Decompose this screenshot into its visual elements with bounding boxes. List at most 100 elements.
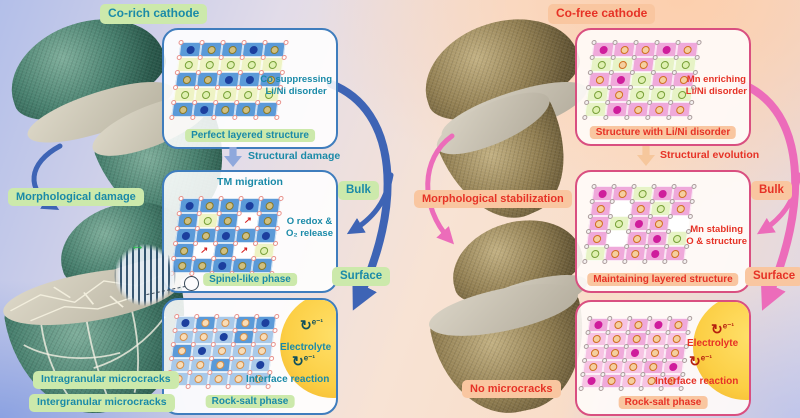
maintaining-layered-box: Mn stabling O & structure Maintaining la… <box>575 170 751 293</box>
electron-flow-icon: ↻e⁻¹ <box>689 353 713 369</box>
metal-ion-dot <box>658 189 668 198</box>
oxygen-atom-dot <box>198 39 205 45</box>
oxygen-atom-dot <box>609 54 616 60</box>
metal-ion-dot <box>598 45 608 54</box>
oxygen-atom-dot <box>197 195 204 201</box>
metal-ion-dot <box>177 347 187 355</box>
metal-ion-dot <box>185 45 195 54</box>
metal-ion-dot <box>614 90 624 99</box>
oxygen-atom-dot <box>248 355 254 361</box>
oxygen-atom-dot <box>650 183 657 189</box>
metal-ion-dot <box>630 249 640 258</box>
oxygen-atom-dot <box>277 195 284 201</box>
metal-ion-dot <box>259 246 269 255</box>
metal-ion-dot <box>269 45 279 54</box>
oxygen-atom-dot <box>215 210 222 216</box>
oxygen-atom-dot <box>171 327 178 333</box>
oxygen-atom-dot <box>648 84 654 90</box>
metal-ion-dot <box>636 204 646 213</box>
oxygen-atom-dot <box>651 54 658 60</box>
oxygen-atom-dot <box>259 54 266 60</box>
oxygen-atom-dot <box>261 39 268 45</box>
metal-ion-dot <box>178 105 188 114</box>
metal-ion-dot <box>610 349 620 357</box>
structural-damage-label: Structural damage <box>248 150 341 162</box>
crystal-structure <box>581 39 702 120</box>
oxygen-atom-dot <box>630 183 637 189</box>
oxygen-atom-dot <box>650 69 656 75</box>
oxygen-atom-dot <box>224 383 231 389</box>
oxygen-atom-dot <box>625 99 632 105</box>
oxygen-atom-dot <box>268 355 274 361</box>
metal-ion-dot <box>658 75 667 84</box>
oxygen-atom-dot <box>619 371 626 377</box>
metal-ion-dot <box>635 90 645 99</box>
metal-ion-dot <box>217 261 227 270</box>
oxygen-atom-dot <box>645 228 651 234</box>
magnified-striation-view <box>114 244 176 306</box>
oxygen-atom-dot <box>587 69 593 75</box>
oxygen-atom-dot <box>630 54 637 60</box>
metal-ion-dot <box>594 219 604 228</box>
oxygen-atom-dot <box>233 313 240 319</box>
metal-ion-dot <box>595 75 604 84</box>
metal-ion-dot <box>675 105 685 114</box>
oxygen-atom-dot <box>583 243 590 249</box>
bulk-label-left: Bulk <box>338 181 379 200</box>
metal-ion-dot <box>598 189 608 198</box>
oxygen-atom-dot <box>601 357 607 363</box>
oxygen-atom-dot <box>585 84 591 90</box>
metal-ion-dot <box>652 335 662 343</box>
electron-flow-icon: ↻e⁻¹ <box>292 353 316 369</box>
oxygen-atom-dot <box>190 341 196 347</box>
oxygen-atom-dot <box>217 54 224 60</box>
oxygen-atom-dot <box>195 69 201 75</box>
metal-ion-dot <box>220 105 230 114</box>
interface-reaction-label: Interface reaction <box>246 374 330 385</box>
oxygen-atom-dot <box>192 240 198 246</box>
oxygen-atom-dot <box>213 313 220 319</box>
metal-ion-dot <box>194 375 204 383</box>
oxygen-atom-dot <box>170 99 177 105</box>
metal-ion-dot <box>224 75 233 84</box>
oxygen-atom-dot <box>603 343 609 349</box>
metal-ion-dot <box>682 45 692 54</box>
oxygen-atom-dot <box>226 369 233 375</box>
oxygen-atom-dot <box>212 240 218 246</box>
oxygen-atom-dot <box>621 258 628 264</box>
oxygen-atom-dot <box>599 371 606 377</box>
metal-ion-dot <box>235 361 245 369</box>
oxygen-atom-dot <box>233 99 240 105</box>
oxygen-atom-dot <box>208 355 214 361</box>
metal-ion-dot <box>591 105 601 114</box>
metal-ion-dot <box>676 204 686 213</box>
metal-ion-dot <box>632 335 642 343</box>
metal-ion-dot <box>185 201 195 210</box>
oxygen-atom-dot <box>695 39 702 45</box>
metal-ion-dot <box>592 335 602 343</box>
metal-ion-dot <box>616 75 625 84</box>
metal-ion-dot <box>219 333 229 341</box>
metal-ion-dot <box>204 60 214 69</box>
metal-ion-dot <box>265 201 275 210</box>
oxygen-atom-dot <box>250 341 256 347</box>
metal-ion-dot <box>618 189 628 198</box>
oxygen-atom-dot <box>644 114 651 120</box>
oxygen-atom-dot <box>661 258 668 264</box>
box-caption: Rock-salt phase <box>618 396 708 409</box>
oxygen-atom-dot <box>661 357 667 363</box>
metal-ion-dot <box>237 347 247 355</box>
metal-ion-dot <box>245 75 254 84</box>
oxygen-atom-dot <box>237 195 244 201</box>
metal-ion-dot <box>257 347 267 355</box>
down-arrow-icon <box>637 146 655 166</box>
metal-ion-dot <box>222 90 232 99</box>
metal-ion-dot <box>593 321 603 329</box>
metal-ion-dot <box>237 261 247 270</box>
spinel-phase-box: TM migration ↗↗↗ O redox & O₂ release Sp… <box>162 170 338 293</box>
metal-ion-dot <box>240 319 250 327</box>
rock-salt-phase-box-left: ↻e⁻¹ ↻e⁻¹ Electrolyte Interface reaction… <box>162 298 338 415</box>
oxygen-atom-dot <box>597 385 604 391</box>
oxygen-atom-dot <box>195 210 202 216</box>
oxygen-atom-dot <box>177 195 184 201</box>
